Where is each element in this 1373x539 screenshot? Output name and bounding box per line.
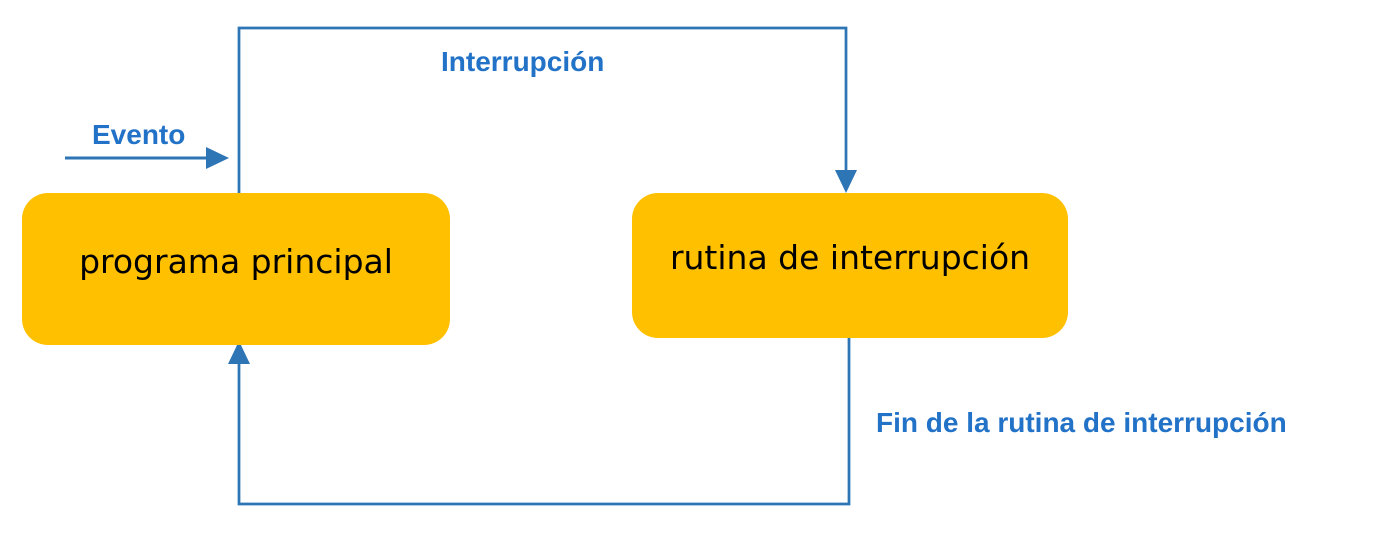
interrupcion-arrowhead-icon — [835, 170, 857, 193]
fin-rutina-connector-line — [237, 338, 851, 506]
edge-label-interrupcion: Interrupción — [441, 46, 605, 77]
edge-label-fin-rutina: Fin de la rutina de interrupción — [876, 407, 1287, 438]
node-programa-principal: programa principal — [22, 193, 450, 345]
edge-label-evento: Evento — [92, 119, 186, 150]
evento-arrowhead-icon — [206, 147, 229, 169]
interrupcion-connector-line — [237, 26, 848, 193]
node-rutina-de-interrupcion: rutina de interrupción — [632, 193, 1068, 338]
node-programa-principal-label: programa principal — [79, 241, 393, 281]
node-rutina-de-interrupcion-label: rutina de interrupción — [669, 238, 1031, 277]
fin-rutina-arrowhead-icon — [228, 341, 250, 364]
